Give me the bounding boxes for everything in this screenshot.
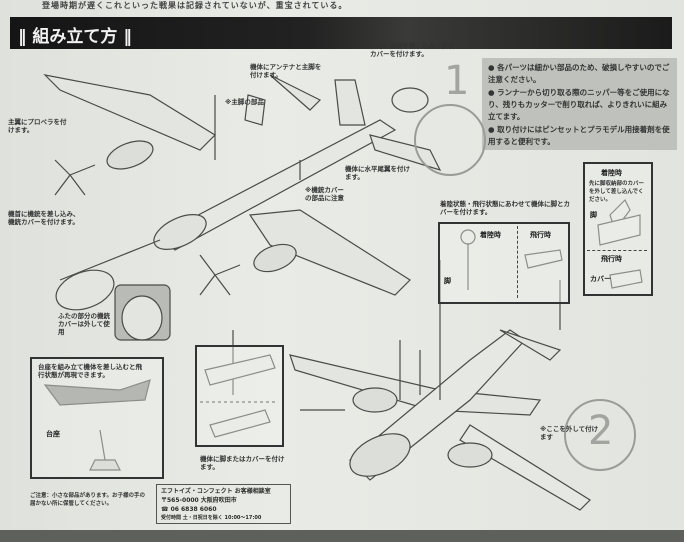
callout-bay: ※ここを外して付けます xyxy=(540,425,599,441)
step-number-1: 1 xyxy=(444,58,470,104)
section-title: ‖ 組み立て方 ‖ xyxy=(18,27,132,47)
callout-gear-or-cover: 機体に脚またはカバーを付けます。 xyxy=(200,455,285,471)
stand-box: 台座を組み立て機体を差し込むと飛行状態が再現できます。 台座 xyxy=(30,357,164,479)
info-item: ● 各パーツは細かい部品のため、破損しやすいのでご注意ください。 xyxy=(488,63,670,84)
callout-part-label: ※主脚の部品 xyxy=(225,98,264,106)
landing-label: 着陸時 xyxy=(480,231,501,239)
company-name: エフトイズ・コンフェクト お客様相談室 xyxy=(161,488,271,495)
callout-gear-state: 着陸状態・飛行状態にあわせて機体に脚とカバーを付けます。 xyxy=(440,200,570,216)
landing-flight-box: 着陸時 飛行時 脚 xyxy=(438,222,570,304)
company-address: 〒565-0000 大阪府吹田市 xyxy=(161,497,237,504)
right-note: 先に脚収納部のカバーを外して差し込んでください。 xyxy=(589,181,645,203)
gun-cover-box xyxy=(195,345,284,447)
callout-antenna: 機体にアンテナと主脚を付けます。 xyxy=(250,63,322,79)
stand-note: 台座を組み立て機体を差し込むと飛行状態が再現できます。 xyxy=(38,363,142,379)
info-box: ● 各パーツは細かい部品のため、破損しやすいのでご注意ください。 ● ランナーか… xyxy=(482,58,677,150)
callout-stabilizer: 機体に水平尾翼を付けます。 xyxy=(345,165,410,181)
stand-label: 台座 xyxy=(46,430,60,438)
bottom-note: ご注意：小さな部品があります。お子様の手の届かない所に保管してください。 xyxy=(30,493,145,507)
company-box: エフトイズ・コンフェクト お客様相談室 〒565-0000 大阪府吹田市 ☎ 0… xyxy=(156,484,291,524)
callout-propeller: 主翼にプロペラを付けます。 xyxy=(8,118,67,134)
top-note: 登場時期が遅くこれといった戦果は記録されていないが、重宝されている。 xyxy=(42,1,348,10)
divider xyxy=(587,250,647,251)
landing-label: 着陸時 xyxy=(601,169,622,177)
info-item: ● 取り付けにはピンセットとプラモデル用接着剤を使用すると便利です。 xyxy=(488,125,670,146)
callout-tail-gun: 機尾に機銃を差し込み、機銃カバーを付けます。 xyxy=(370,42,455,58)
leg-label: 脚 xyxy=(590,211,597,219)
company-hours: 受付時間 土・日祝日を除く 10:00〜17:00 xyxy=(161,515,262,521)
company-tel: ☎ 06 6838 6060 xyxy=(161,506,217,513)
callout-nose-gun: 機首に機銃を差し込み、機銃カバーを付けます。 xyxy=(8,210,80,226)
plane-exploded-view xyxy=(43,74,442,341)
table-edge xyxy=(0,530,684,542)
divider xyxy=(517,226,518,298)
step-number-2: 2 xyxy=(588,408,614,454)
section-header: ‖ 組み立て方 ‖ xyxy=(10,17,672,49)
flight-label: 飛行時 xyxy=(601,255,622,263)
flight-label: 飛行時 xyxy=(530,231,551,239)
callout-note-parts: ※機銃カバーの部品に注意 xyxy=(305,186,344,202)
plane-assembled-view xyxy=(232,260,591,511)
leg-label: 脚 xyxy=(444,277,451,285)
gear-detail-box: 着陸時 先に脚収納部のカバーを外して差し込んでください。 脚 飛行時 カバー xyxy=(583,162,653,296)
cover-label: カバー xyxy=(590,275,611,283)
callout-canopy: ふたの部分の機銃カバーは外して使用 xyxy=(58,312,110,336)
info-item: ● ランナーから切り取る際のニッパー等をご使用になり、残りもカッターで削り取れば… xyxy=(488,88,670,121)
